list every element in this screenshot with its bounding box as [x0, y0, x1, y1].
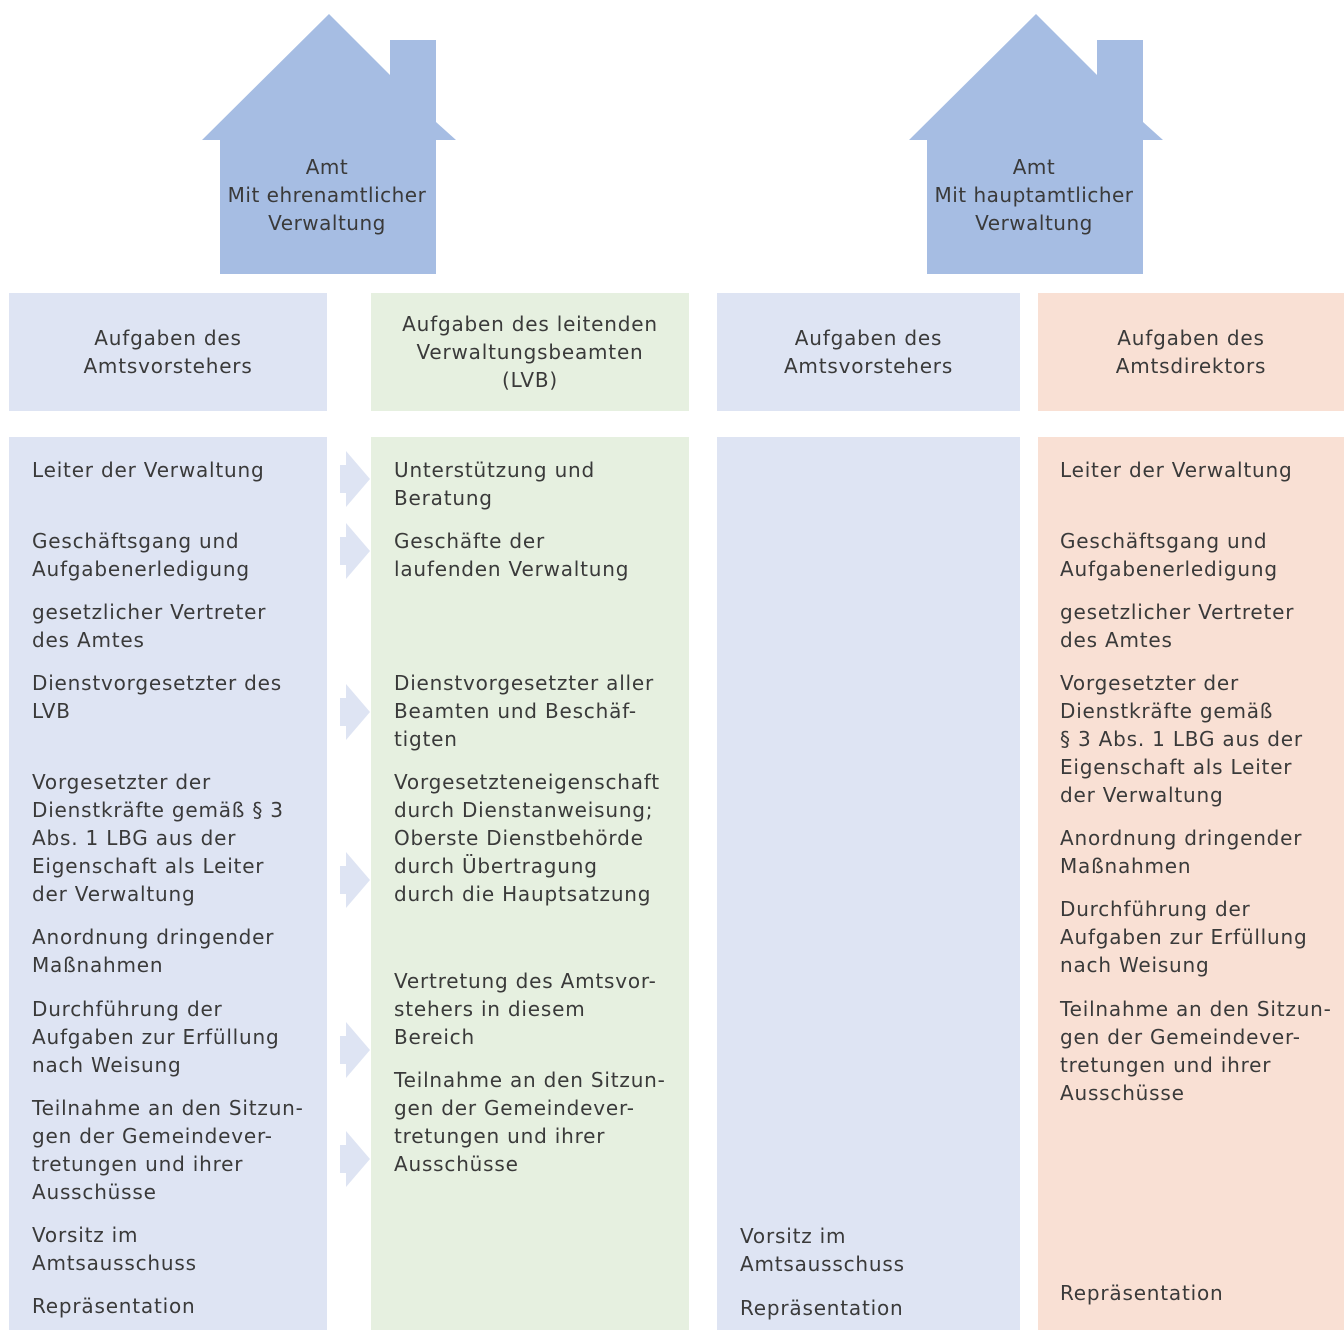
arrow-icon-3	[340, 684, 370, 740]
list-item: Anordnung dringender Maßnahmen	[1060, 826, 1303, 878]
list-item: Leiter der Verwaltung	[1060, 458, 1293, 482]
list-item: Geschäfte der laufenden Verwaltung	[394, 529, 630, 581]
list-item: Vorsitz im Amtsausschuss	[740, 1224, 905, 1276]
house-icon-fulltime	[909, 14, 1163, 274]
list-item: Dienstvorgesetzter des LVB	[32, 671, 282, 723]
panel-col3	[717, 437, 1020, 1330]
list-item: Durchführung der Aufgaben zur Erfüllung …	[1060, 897, 1308, 977]
house-subtitle-2: Verwaltung	[268, 211, 386, 235]
panel-col1	[9, 437, 327, 1330]
header-col3-text: Aufgaben des Amtsvorstehers	[783, 326, 954, 378]
house-icon-honorary	[202, 14, 456, 274]
house-label-honorary: Amt Mit ehrenamtlicher Verwaltung	[215, 153, 439, 237]
list-item: Teilnahme an den Sitzun- gen der Gemeind…	[32, 1096, 304, 1204]
header-col4-amtsdirektor: Aufgaben des Amtsdirektors	[1038, 293, 1344, 411]
house-title: Amt	[305, 155, 349, 179]
header-col3-amtsvorsteher: Aufgaben des Amtsvorstehers	[717, 293, 1020, 411]
list-item: Geschäftsgang und Aufgabenerledigung	[32, 529, 250, 581]
arrow-icon-5	[340, 1022, 370, 1078]
header-col2-text: Aufgaben des leitenden Verwaltungsbeamte…	[402, 312, 658, 392]
list-item: Teilnahme an den Sitzun- gen der Gemeind…	[1060, 997, 1332, 1105]
list-item: Durchführung der Aufgaben zur Erfüllung …	[32, 997, 280, 1077]
house-subtitle-2: Verwaltung	[975, 211, 1093, 235]
list-item: Teilnahme an den Sitzun- gen der Gemeind…	[394, 1068, 666, 1176]
arrow-icon-2	[340, 523, 370, 579]
house-label-fulltime: Amt Mit hauptamtlicher Verwaltung	[922, 153, 1146, 237]
header-col4-text: Aufgaben des Amtsdirektors	[1115, 326, 1267, 378]
house-subtitle: Mit ehrenamtlicher	[227, 183, 427, 207]
arrow-icon-4	[340, 852, 370, 908]
list-item: Vorgesetzteneigenschaft durch Dienstanwe…	[394, 770, 660, 906]
list-item: Vorsitz im Amtsausschuss	[32, 1223, 197, 1275]
arrow-icon-6	[340, 1131, 370, 1187]
list-item: Repräsentation	[32, 1294, 196, 1318]
header-col1-amtsvorsteher: Aufgaben des Amtsvorstehers	[9, 293, 327, 411]
header-col1-text: Aufgaben des Amtsvorstehers	[83, 326, 253, 378]
list-item: Vorgesetzter der Dienstkräfte gemäß § 3 …	[32, 770, 284, 906]
list-item: gesetzlicher Vertreter des Amtes	[32, 600, 267, 652]
panel-col4	[1038, 437, 1344, 1330]
list-item: Anordnung dringender Maßnahmen	[32, 925, 275, 977]
house-title: Amt	[1012, 155, 1056, 179]
header-col2-lvb: Aufgaben des leitenden Verwaltungsbeamte…	[371, 293, 689, 411]
house-subtitle: Mit hauptamtlicher	[934, 183, 1134, 207]
list-item: Leiter der Verwaltung	[32, 458, 265, 482]
list-item: Vorgesetzter der Dienstkräfte gemäß § 3 …	[1060, 671, 1303, 807]
list-item: Geschäftsgang und Aufgabenerledigung	[1060, 529, 1278, 581]
panel-col2	[371, 437, 689, 1330]
list-item: Vertretung des Amtsvor- stehers in diese…	[394, 969, 657, 1049]
list-item: Repräsentation	[740, 1296, 904, 1320]
list-item: gesetzlicher Vertreter des Amtes	[1060, 600, 1295, 652]
list-item: Repräsentation	[1060, 1281, 1224, 1305]
list-item: Unterstützung und Beratung	[394, 458, 596, 510]
arrow-icon-1	[340, 451, 370, 507]
list-item: Dienstvorgesetzter aller Beamten und Bes…	[394, 671, 655, 751]
